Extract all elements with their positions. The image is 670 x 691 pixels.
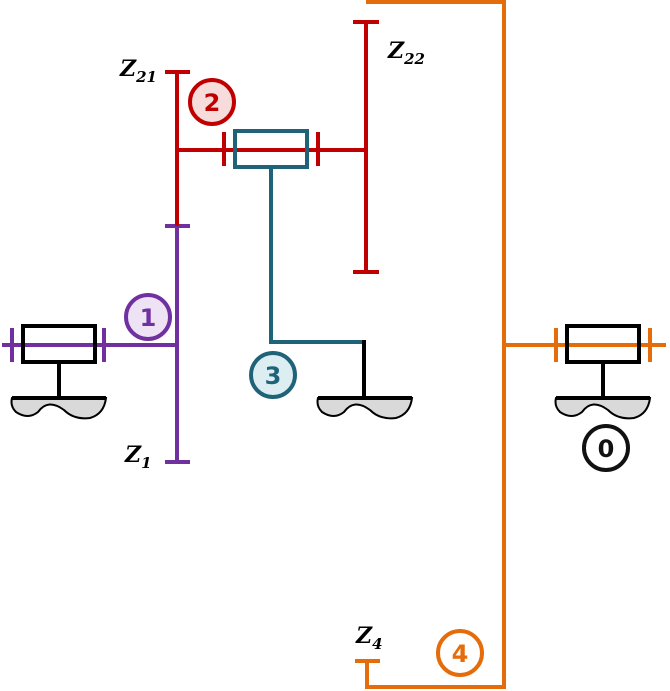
label-z22: Z22	[387, 38, 425, 68]
body-4-ring	[355, 0, 666, 689]
svg-text:2: 2	[204, 89, 221, 117]
body-badge-2: 2	[188, 78, 236, 126]
body-badge-0: 0	[582, 424, 630, 472]
bearing-right	[554, 324, 652, 420]
label-z4: Z4	[355, 623, 383, 653]
body-badge-4: 4	[436, 629, 484, 677]
carrier-arm	[269, 167, 364, 344]
svg-text:3: 3	[265, 362, 282, 390]
label-z1: Z1	[124, 442, 152, 472]
body-3-carrier	[233, 129, 414, 420]
svg-text:1: 1	[140, 304, 157, 332]
bearing-left	[10, 324, 108, 420]
ground-middle	[316, 397, 414, 420]
body-badge-3: 3	[249, 351, 297, 399]
ground-right	[554, 397, 652, 420]
svg-text:4: 4	[452, 640, 469, 668]
label-z21: Z21	[119, 56, 157, 86]
body-badge-1: 1	[124, 293, 172, 341]
body-2-compound-gear	[165, 20, 379, 274]
svg-text:0: 0	[598, 435, 615, 463]
ground-left	[10, 397, 108, 420]
ring-frame	[365, 0, 506, 689]
